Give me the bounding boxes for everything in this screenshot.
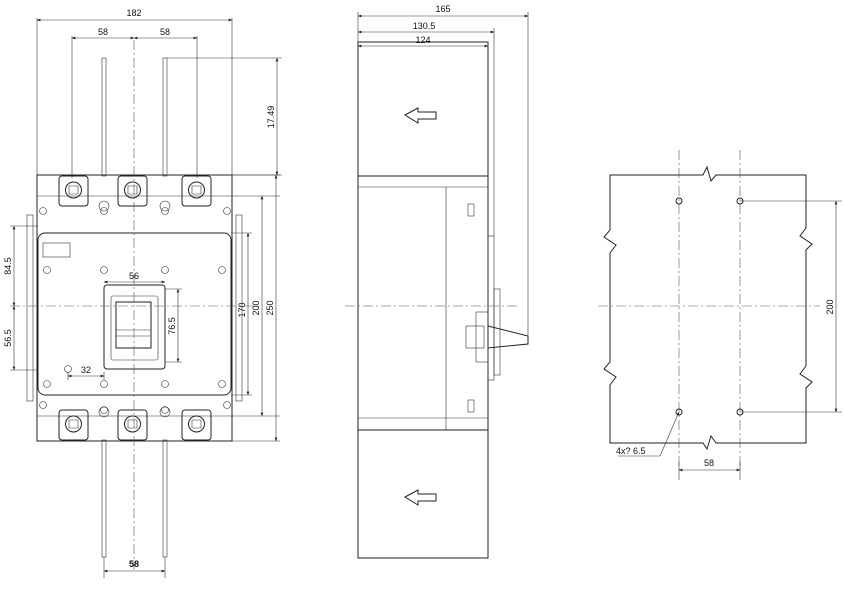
arrow-left-icon — [403, 107, 437, 124]
dim-total-height: 250 — [265, 300, 275, 315]
mounting-plate-outline — [603, 165, 813, 451]
dim-cover-height: 170 — [237, 302, 247, 317]
side-handle — [487, 325, 529, 349]
dim-left-lower: 56.5 — [3, 329, 13, 347]
lower-terminals — [58, 409, 212, 441]
dim-terminal-pitch-right: 58 — [160, 27, 170, 37]
mounting-view: 200 58 4x? 6.5 — [598, 150, 842, 480]
dim-label-offset: 32 — [81, 365, 91, 375]
dim-bottom-pitch: 58 — [129, 559, 139, 569]
connection-bars — [98, 57, 171, 558]
dim-depth-overall: 165 — [435, 4, 450, 14]
hole-note: 4x? 6.5 — [616, 446, 646, 456]
mount-hole — [675, 197, 683, 205]
toggle-handle — [115, 301, 152, 349]
dim-window-width: 56 — [129, 271, 139, 281]
dim-mount-height: 200 — [251, 300, 261, 315]
front-view: 182 58 58 17.49 84.5 56.5 56 76.5 170 20… — [3, 8, 282, 578]
front-cover — [37, 232, 232, 396]
dim-depth-mid: 130.5 — [413, 21, 436, 31]
dim-window-height: 76.5 — [167, 317, 177, 335]
front-body-outline — [36, 174, 233, 442]
side-view: 165 130.5 124 — [345, 4, 529, 559]
dim-depth-inner: 124 — [415, 35, 430, 45]
cover-screws — [39, 207, 231, 414]
dim-terminal-pitch-left: 58 — [98, 27, 108, 37]
dim-hole-spacing-h: 58 — [704, 458, 714, 468]
dim-bar-projection: 17.49 — [266, 106, 276, 129]
side-upper-block — [357, 41, 489, 177]
rating-label-box — [42, 242, 71, 258]
dim-hole-spacing-v: 200 — [825, 299, 835, 314]
upper-terminals — [58, 175, 212, 207]
dim-width-overall: 182 — [126, 8, 141, 18]
handle-window — [103, 284, 166, 370]
arrow-left-icon — [403, 489, 437, 506]
side-lower-block — [357, 429, 489, 559]
dim-left-upper: 84.5 — [3, 257, 13, 275]
side-body — [357, 175, 489, 431]
